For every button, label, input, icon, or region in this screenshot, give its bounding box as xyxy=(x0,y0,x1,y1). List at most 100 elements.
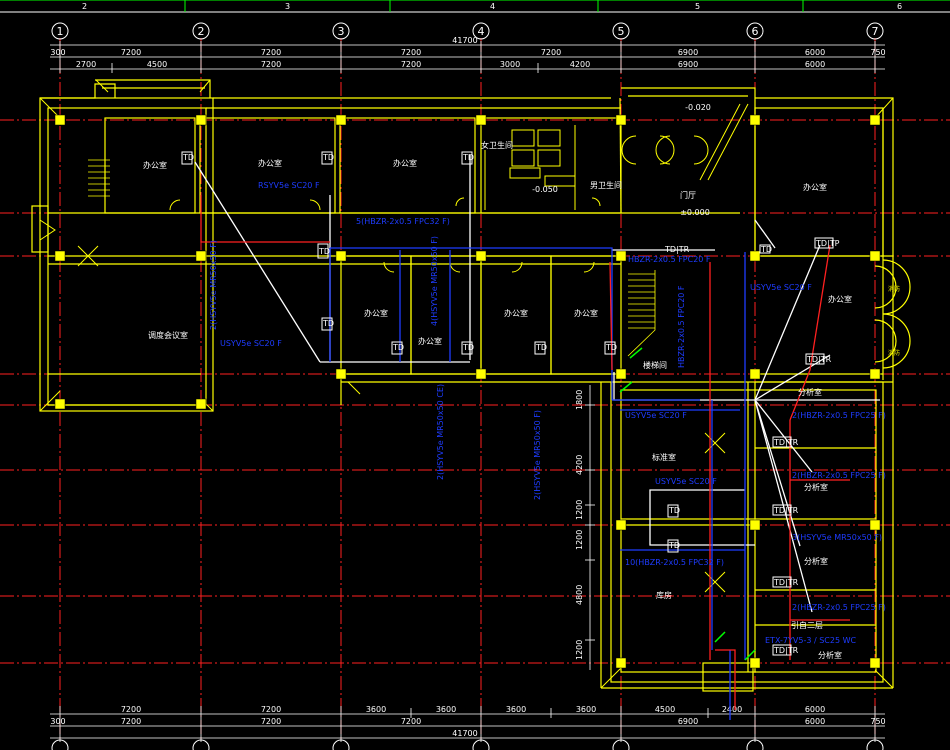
outlet-tag-6: TD xyxy=(535,343,547,352)
dim-bot-r1-4: 6900 xyxy=(678,717,698,726)
cable-label-13: 2(HBZR-2x0.5 FPC25 F) xyxy=(792,471,886,480)
side-label-2: 消防 xyxy=(888,349,900,357)
room-office-s2: 办公室 xyxy=(418,336,442,346)
dim-top-r2-7: 6000 xyxy=(805,60,825,69)
room-stair: 楼梯间 xyxy=(643,360,667,370)
side-label-1: 消防 xyxy=(888,285,900,293)
room-meeting: 调度会议室 xyxy=(148,330,188,340)
dim-top-r1-4: 7200 xyxy=(541,48,561,57)
stair-hatching xyxy=(88,159,656,357)
panel-tag-3: TD|TR xyxy=(773,506,799,515)
axis-label-4: 4 xyxy=(478,25,485,38)
red-wiring xyxy=(200,195,850,710)
drawing-frame xyxy=(0,0,950,13)
cable-label-4: USYV5e SC20 F xyxy=(750,283,812,292)
outlet-tag-2: TD xyxy=(462,153,474,162)
dim-bot-r2-5: 3600 xyxy=(576,705,596,714)
dim-top-r2-1: 4500 xyxy=(147,60,167,69)
top-dimension-text: 41700 300 7200 7200 7200 7200 6900 6000 … xyxy=(50,36,885,69)
cable-label-1: 5(HBZR-2x0.5 FPC32 F) xyxy=(356,217,450,226)
panel-tag-6: TD|TR xyxy=(664,245,690,254)
dim-top-r1-1: 7200 xyxy=(121,48,141,57)
room-office-s1: 办公室 xyxy=(364,308,388,318)
cable-label-17: ETX-7YV5-3 / SC25 WC xyxy=(765,636,857,645)
panel-tag-0: TD|TP xyxy=(815,239,840,248)
room-office-n2: 办公室 xyxy=(258,158,282,168)
panel-tag-2: TD|TR xyxy=(773,438,799,447)
dim-top-r1-5: 6900 xyxy=(678,48,698,57)
room-lobby: 门厅 xyxy=(680,190,696,200)
outlet-tags: TD TD TD TD TD TD TD TD TD TD TD TD xyxy=(182,153,772,550)
dim-bot-r2-2: 3600 xyxy=(366,705,386,714)
room-analysis-4: 分析室 xyxy=(818,650,842,660)
room-analysis-2: 分析室 xyxy=(804,482,828,492)
dim-bot-r1-5: 6000 xyxy=(805,717,825,726)
axis-label-7: 7 xyxy=(872,25,879,38)
dim-bot-total: 41700 xyxy=(452,729,477,738)
bottom-dimension-text: 7200 7200 3600 3600 3600 3600 4500 2400 … xyxy=(50,705,885,738)
dim-bot-r2-7: 2400 xyxy=(722,705,742,714)
dim-bot-r2-1: 7200 xyxy=(261,705,281,714)
door-swings xyxy=(39,135,726,593)
dim-v-1: 4200 xyxy=(575,455,584,475)
outlet-tag-3: TD xyxy=(322,319,334,328)
cable-label-10: HBZR-2x0.5 FPC20 F xyxy=(677,285,686,368)
outlet-tag-4: TD xyxy=(392,343,404,352)
cable-labels: RSYV5e SC20 F 5(HBZR-2x0.5 FPC32 F) HBZR… xyxy=(209,181,886,645)
frame-tick-2: 2 xyxy=(82,2,87,11)
structural-columns xyxy=(54,114,881,669)
dim-bot-r2-0: 7200 xyxy=(121,705,141,714)
axis-bubbles-bottom xyxy=(51,739,884,750)
dim-top-r1-0: 300 xyxy=(50,48,65,57)
room-standard: 标准室 xyxy=(652,452,676,462)
room-women-wc: 女卫生间 xyxy=(481,140,513,150)
dim-bot-r2-3: 3600 xyxy=(436,705,456,714)
outlet-tag-11: TD xyxy=(760,245,772,254)
outlet-tag-7: TD xyxy=(605,343,617,352)
frame-tick-6: 6 xyxy=(897,2,902,11)
panel-tag-1: TD|TR xyxy=(806,355,832,364)
dim-top-total: 41700 xyxy=(452,36,477,45)
cable-label-5: 2(HSYV5e MR50x50 F) xyxy=(209,240,218,330)
dim-top-r1-7: 750 xyxy=(870,48,885,57)
dim-top-r2-6: 6900 xyxy=(678,60,698,69)
cable-label-16: 10(HBZR-2x0.5 FPC32 F) xyxy=(625,558,724,567)
cable-label-8: 2(HSYV5e MR50x50 F) xyxy=(533,410,542,500)
panel-tag-4: TD|TR xyxy=(773,578,799,587)
frame-tick-4: 4 xyxy=(490,2,495,11)
corner-chamfers xyxy=(39,79,894,689)
vertical-dimension-line xyxy=(585,385,595,670)
room-labels: 办公室 办公室 办公室 女卫生间 男卫生间 门厅 办公室 调度会议室 办公室 办… xyxy=(143,103,852,660)
cable-label-6: 4(HSYV5e MR50x50 F) xyxy=(430,236,439,326)
elev-wc: -0.050 xyxy=(532,185,558,194)
dim-v-3: 1200 xyxy=(575,530,584,550)
panel-tags: TD|TP TD|TR TD|TR TD|TR TD|TR TD|TR TD|T… xyxy=(664,239,840,655)
room-office-ne: 办公室 xyxy=(803,182,827,192)
cable-label-14: 3(HSYV5e MR50x50 F) xyxy=(792,533,882,542)
dim-top-r2-3: 7200 xyxy=(401,60,421,69)
dim-v-2: 1200 xyxy=(575,500,584,520)
frame-tick-labels: 2 3 4 5 6 xyxy=(82,2,902,11)
dim-top-r1-6: 6000 xyxy=(805,48,825,57)
room-men-wc: 男卫生间 xyxy=(590,180,622,190)
outlet-tag-1: TD xyxy=(322,153,334,162)
outlet-tag-8: TD xyxy=(668,506,680,515)
axis-bubbles-top xyxy=(51,22,884,40)
cable-label-3: USYV5e SC20 F xyxy=(220,339,282,348)
room-office-nw: 办公室 xyxy=(143,160,167,170)
cable-label-11: USYV5e SC20 F xyxy=(625,411,687,420)
room-office-s4: 办公室 xyxy=(574,308,598,318)
cable-label-0: RSYV5e SC20 F xyxy=(258,181,320,190)
cable-label-15: 2(HBZR-2x0.5 FPC25 F) xyxy=(792,603,886,612)
room-second-floor: 引自二层 xyxy=(791,620,823,630)
axis-label-5: 5 xyxy=(618,25,625,38)
axis-label-3: 3 xyxy=(338,25,345,38)
outlet-symbols xyxy=(181,151,771,553)
outlet-tag-5: TD xyxy=(462,343,474,352)
room-office-n3: 办公室 xyxy=(393,158,417,168)
dim-top-r2-4: 3000 xyxy=(500,60,520,69)
dim-bot-r2-8: 6000 xyxy=(805,705,825,714)
east-bay-windows xyxy=(874,259,911,369)
